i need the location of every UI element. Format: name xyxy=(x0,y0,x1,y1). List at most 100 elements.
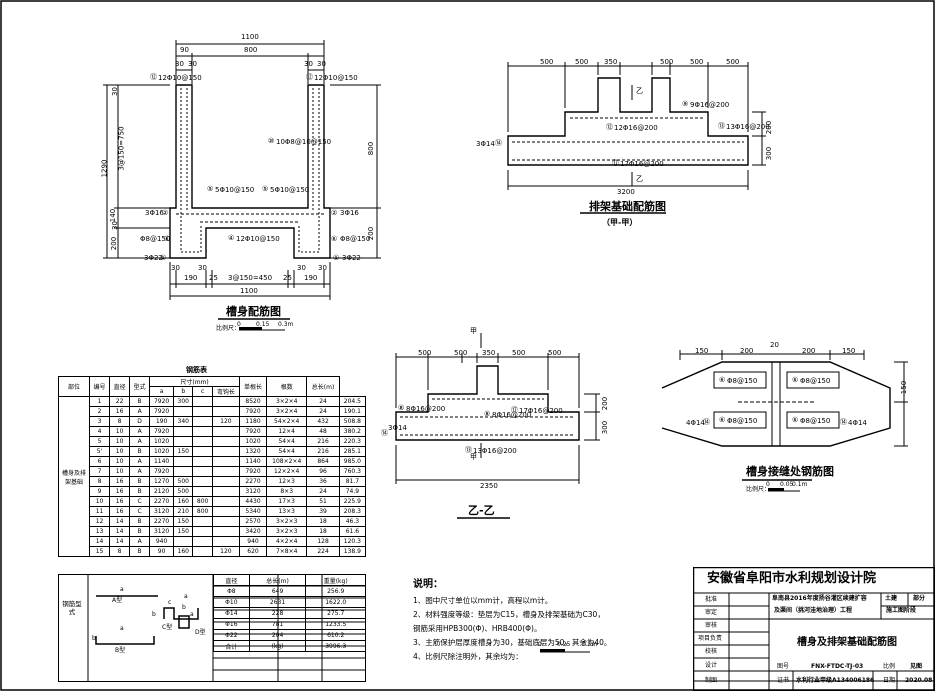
d4-top-dim: 150 xyxy=(695,347,709,355)
d1-callout: 12Φ10@150 xyxy=(236,235,280,243)
d2-marker: ⑭ xyxy=(495,139,502,147)
d1-callout: 3Φ16 xyxy=(145,209,164,217)
d4-scale-tick: 0.1m xyxy=(792,481,808,488)
d1-marker: ② xyxy=(331,209,338,217)
d2-marker: ⑰ xyxy=(612,159,619,167)
rebar-cell: 160 xyxy=(173,546,194,557)
d2-top-dim: 500 xyxy=(660,58,674,66)
drawing-no: FNX-FTDC-TJ-03 xyxy=(811,663,864,670)
d1-marker: ⑤ xyxy=(207,185,214,193)
d2-callout: 13Φ16@200 xyxy=(726,123,770,131)
d1-bottom-dim: 30 xyxy=(297,264,306,272)
d1-bottom-dim-total: 1100 xyxy=(240,287,258,295)
d1-callout: Φ8@150 xyxy=(340,235,371,243)
rebar-table: 部位 编号 直径 型式 尺寸(mm) 单根长 根数 总长(m) a b c 弯钩… xyxy=(58,376,367,557)
d3-top-dim: 500 xyxy=(548,349,562,357)
d1-title: 槽身配筋图 xyxy=(226,305,281,318)
d3-marker: ⑬ xyxy=(465,446,472,454)
shape-letter: a xyxy=(120,625,124,632)
d3-marker: ⑰ xyxy=(511,406,518,414)
d4-top-dim: 150 xyxy=(842,347,856,355)
shape-label: C型 xyxy=(162,624,173,631)
note-item: 1、图中尺寸单位以mm计，高程以m计。 xyxy=(413,596,553,605)
d4-marker: ⑥ xyxy=(792,416,799,424)
d1-scale-tick: 0.3m xyxy=(278,321,294,328)
d3-section-mark: 甲 xyxy=(470,327,477,335)
shape-letter: a xyxy=(120,586,124,593)
d1-marker: ⑤ xyxy=(262,185,269,193)
d2-subtitle: （甲-甲） xyxy=(602,218,638,227)
d1-bottom-dim: 25 xyxy=(209,274,218,282)
note-item: 3、主筋保护层厚度槽身为30，基础底层为50，其余为40。 xyxy=(413,638,612,647)
d1-marker: ① xyxy=(333,254,340,262)
d1-callout: Φ8@150 xyxy=(140,235,171,243)
d1-callout: 3Φ22 xyxy=(144,254,163,262)
d3-callout: 13Φ16@200 xyxy=(473,447,517,455)
d2-top-dim: 350 xyxy=(604,58,618,66)
shape-letter: a xyxy=(184,593,188,600)
d4-callout: Φ8@150 xyxy=(727,417,758,425)
d1-marker: ⑫ xyxy=(150,73,157,81)
d1-scale-tick: 0.15 xyxy=(256,321,270,328)
note-item: 钢筋采用HPB300(Φ)、HRB400(Φ)。 xyxy=(413,624,542,633)
d4-callout: Φ8@150 xyxy=(727,377,758,385)
d1-top-dim: 800 xyxy=(244,46,258,54)
tb-role: 制图 xyxy=(705,677,718,684)
d2-top-dim: 500 xyxy=(690,58,704,66)
tb-role: 项目负责 xyxy=(698,635,723,642)
d2-top-dim: 500 xyxy=(575,58,589,66)
d3-top-dim: 350 xyxy=(482,349,496,357)
project-line-2: 及渠间（挑河洼地治理）工程 xyxy=(774,607,853,614)
shape-letter: c xyxy=(168,599,172,606)
d1-callout: 5Φ10@150 xyxy=(270,186,310,194)
summary-cell: 合计 xyxy=(213,640,250,652)
date-value: 2020.08 xyxy=(905,677,933,684)
shape-letter: b xyxy=(182,604,186,611)
d2-top-dim: 500 xyxy=(726,58,740,66)
d4-scale-tick: 0.05 xyxy=(780,481,794,488)
tb-role: 审定 xyxy=(705,609,718,616)
d1-marker: ⑫ xyxy=(306,73,313,81)
d3-callout: 8Φ16@200 xyxy=(406,405,446,413)
d1-bottom-dim: 190 xyxy=(304,274,318,282)
shape-letter: b xyxy=(152,611,156,618)
d2-callout: 3Φ14 xyxy=(476,140,495,148)
d4-marker: ⑭ xyxy=(840,418,847,426)
d2-marker: ⑨ xyxy=(682,100,689,108)
d3-top-dim: 500 xyxy=(454,349,468,357)
d1-top-dim: 90 xyxy=(180,46,189,54)
d1-callout: 12Φ10@150 xyxy=(314,74,358,82)
d1-bottom-dim: 3@150=450 xyxy=(228,274,273,282)
tb-role: 审核 xyxy=(705,622,718,629)
d2-marker: ⑫ xyxy=(606,123,613,131)
d3-callout: 17Φ16@200 xyxy=(519,407,563,415)
rebar-cell: 138.9 xyxy=(338,546,367,557)
d1-callout: 3Φ22 xyxy=(342,254,361,262)
rebar-cell xyxy=(192,546,213,557)
d3-bottom-dim: 2350 xyxy=(480,482,498,490)
d3-marker: ⑧ xyxy=(484,410,491,418)
d4-callout: 4Φ14 xyxy=(686,419,705,427)
d4-top-dim: 200 xyxy=(802,347,816,355)
d2-callout: 17Φ16@200 xyxy=(620,160,664,168)
tb-role: 批准 xyxy=(705,596,718,603)
d1-top-dim: 30 xyxy=(304,60,313,68)
d1-bottom-dim: 190 xyxy=(184,274,198,282)
d3-marker: ⑭ xyxy=(381,429,388,437)
d2-bottom-dim: 3200 xyxy=(617,188,635,196)
notes-scale-tick: 0.25 xyxy=(557,641,571,648)
summary-cell: 3996.3 xyxy=(305,640,366,652)
d3-title: 乙-乙 xyxy=(468,504,495,517)
notes-title: 说明： xyxy=(413,579,443,590)
